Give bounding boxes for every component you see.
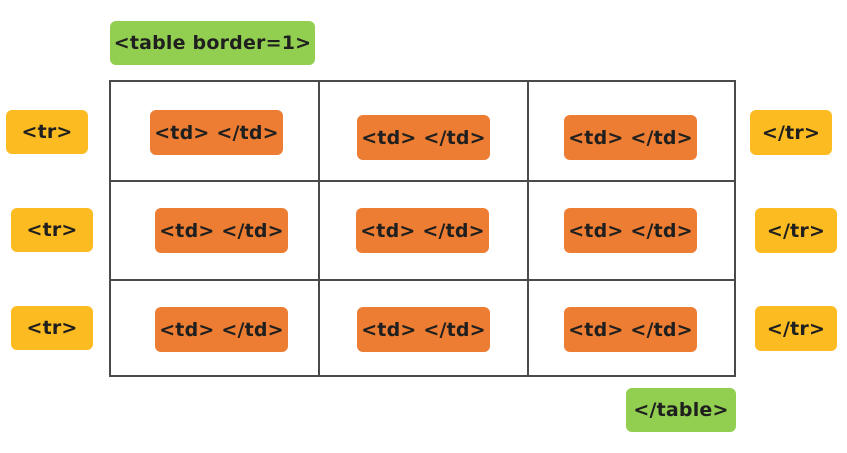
row-divider bbox=[111, 180, 734, 182]
cell-tag: <td> </td> bbox=[564, 208, 697, 253]
cell-tag: <td> </td> bbox=[357, 307, 490, 352]
cell-tag: <td> </td> bbox=[564, 307, 697, 352]
cell-tag: <td> </td> bbox=[356, 208, 489, 253]
row-divider bbox=[111, 279, 734, 281]
column-divider bbox=[527, 82, 529, 375]
row-open-tag: <tr> bbox=[6, 110, 88, 154]
table-close-tag: </table> bbox=[626, 388, 736, 432]
cell-tag: <td> </td> bbox=[150, 110, 283, 155]
row-close-tag: </tr> bbox=[755, 208, 837, 253]
cell-tag: <td> </td> bbox=[155, 307, 288, 352]
column-divider bbox=[318, 82, 320, 375]
row-close-tag: </tr> bbox=[750, 110, 832, 155]
row-open-tag: <tr> bbox=[11, 208, 93, 252]
table-grid bbox=[109, 80, 736, 377]
cell-tag: <td> </td> bbox=[357, 115, 490, 160]
row-close-tag: </tr> bbox=[755, 306, 837, 351]
row-open-tag: <tr> bbox=[11, 306, 93, 350]
cell-tag: <td> </td> bbox=[155, 208, 288, 253]
cell-tag: <td> </td> bbox=[564, 115, 697, 160]
table-open-tag: <table border=1> bbox=[110, 21, 315, 65]
